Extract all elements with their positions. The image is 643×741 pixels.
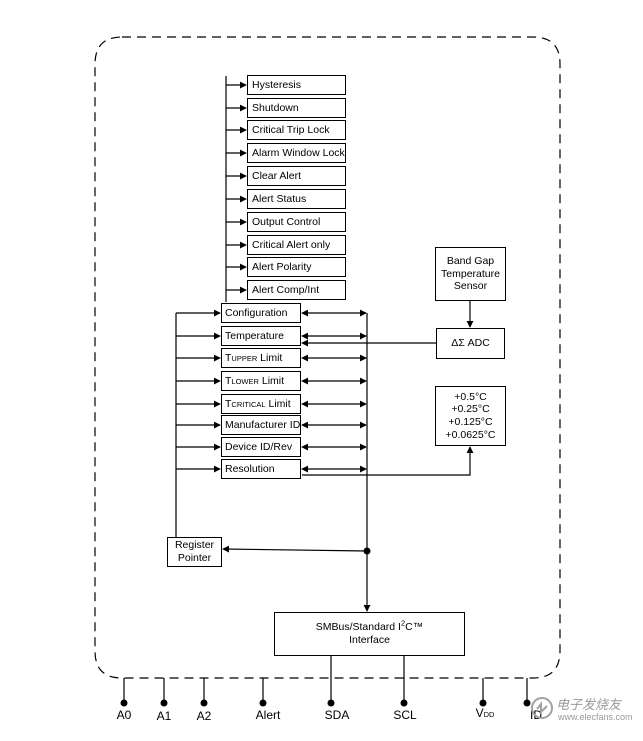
pin-dot-gnd — [523, 699, 531, 707]
config-bit-critical-alert-only: Critical Alert only — [247, 235, 346, 255]
register-temperature: Temperature — [221, 326, 301, 346]
watermark: 电子发烧友 www.elecfans.com — [530, 690, 638, 730]
delta-sigma-adc: ΔΣ ADC — [436, 328, 505, 359]
pin-vdd: VDD — [475, 706, 495, 720]
register-resolution: Resolution — [221, 459, 301, 479]
pin-alert: Alert — [255, 708, 281, 722]
pin-dot-scl — [400, 699, 408, 707]
config-bit-alert-polarity: Alert Polarity — [247, 257, 346, 277]
resolution-to-values — [302, 446, 474, 476]
register-manufacturer-id: Manufacturer ID — [221, 415, 301, 435]
register-device-id: Device ID/Rev — [221, 437, 301, 457]
register-configuration: Configuration — [221, 303, 301, 323]
watermark-logo-icon — [531, 697, 553, 719]
pin-dot-vdd — [479, 699, 487, 707]
bus-to-pointer — [222, 545, 368, 553]
bus-junction — [363, 547, 371, 555]
config-bit-alert-status: Alert Status — [247, 189, 346, 209]
config-bit-critical-trip-lock: Critical Trip Lock — [247, 120, 346, 140]
pin-a1: A1 — [156, 709, 172, 723]
config-bit-alert-comp-int: Alert Comp/Int — [247, 280, 346, 300]
pin-a0: A0 — [116, 708, 132, 722]
config-bit-alarm-window-lock: Alarm Window Lock — [247, 143, 346, 163]
pin-scl: SCL — [393, 708, 417, 722]
chip-outline — [94, 36, 561, 679]
config-bit-shutdown: Shutdown — [247, 98, 346, 118]
watermark-text: 电子发烧友 — [556, 697, 622, 712]
register-t-lower: TLOWER Limit — [221, 371, 301, 391]
resolution-values: +0.5°C+0.25°C+0.125°C+0.0625°C — [435, 386, 506, 446]
pin-dot-sda — [327, 699, 335, 707]
smbus-interface: SMBus/Standard I2C™ Interface — [274, 612, 465, 656]
config-bit-output-control: Output Control — [247, 212, 346, 232]
pin-dot-a0 — [120, 699, 128, 707]
watermark-url: www.elecfans.com — [558, 712, 633, 722]
pin-sda: SDA — [324, 708, 350, 722]
pin-a2: A2 — [196, 709, 212, 723]
pin-dot-alert — [259, 699, 267, 707]
pin-dot-a1 — [160, 699, 168, 707]
config-bit-clear-alert: Clear Alert — [247, 166, 346, 186]
register-t-upper: TUPPER Limit — [221, 348, 301, 368]
pin-dot-a2 — [200, 699, 208, 707]
config-bit-hysteresis: Hysteresis — [247, 75, 346, 95]
register-t-critical: TCRITICAL Limit — [221, 394, 301, 414]
